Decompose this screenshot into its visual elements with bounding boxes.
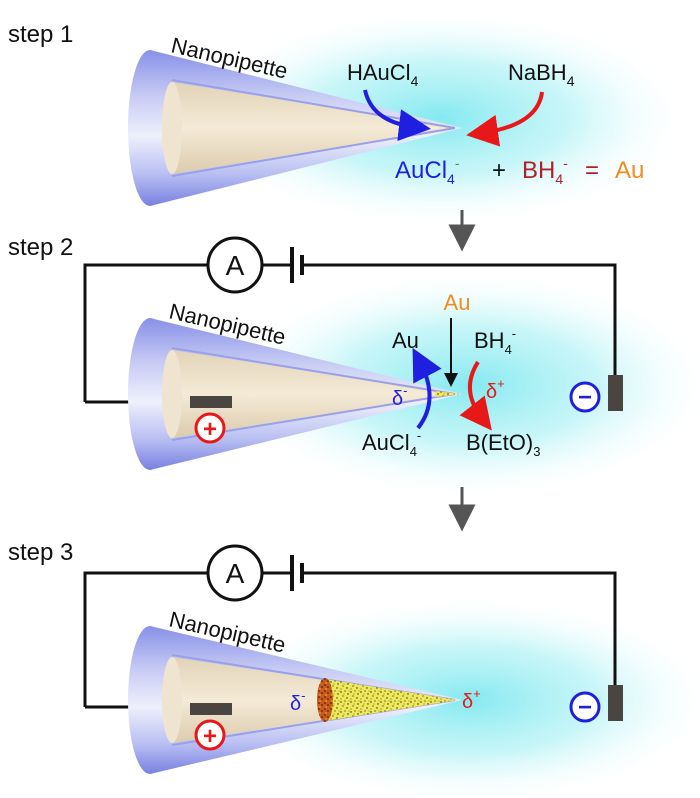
step2-delta-minus: δ- [392,383,407,410]
step3-inner-electrode [190,703,232,715]
step3-delta-minus: δ- [290,688,305,715]
step3-delta-plus: δ+ [462,686,481,713]
step2-delta-plus: δ+ [486,376,505,403]
step3-panel: step 3 A Nanopipette + − δ- δ+ [8,539,700,798]
step3-outer-electrode [608,685,623,721]
step2-pipette [128,318,462,470]
step1-glow [200,13,680,223]
eq-aucl4: AuCl4- [395,155,460,187]
step2-anode-plus: + [203,416,217,443]
eq-au: Au [615,157,644,184]
step1-title: step 1 [8,21,73,48]
step2-anode-symbol [194,412,226,444]
step3-pipette [128,626,462,774]
eq-bh4: BH4- [522,155,568,187]
step3-cathode-symbol [569,691,601,723]
step1-haucl4: HAuCl4 [347,60,419,89]
step1-equation: AuCl4- + BH4- = Au [395,155,644,187]
eq-plus: + [492,157,506,184]
step2-au-left: Au [392,328,419,353]
step3-ammeter [206,544,264,602]
step2-au-top: Au [444,290,471,315]
step3-glow [235,600,700,798]
step2-ammeter-label: A [226,250,245,281]
step2-aucl4: AuCl4- [362,428,421,459]
step2-cathode-symbol [569,381,601,413]
step2-glow [235,275,700,495]
step2-ammeter [206,236,264,294]
step1-blue-arrow [363,89,431,142]
step2-title: step 2 [8,234,73,261]
step2-bh4: BH4- [474,326,516,357]
step2-outer-electrode [608,375,623,411]
step2-inner-electrode [190,396,232,408]
step2-beto3: B(EtO)3 [466,430,540,459]
step1-nabh4: NaBH4 [508,60,575,89]
step2-blue-arrow [412,347,442,430]
step1-pipette [128,50,462,206]
step3-anode-plus: + [203,723,217,750]
step3-title: step 3 [8,539,73,566]
eq-equals: = [585,157,599,184]
step2-cathode-minus: − [578,384,592,411]
step2-panel: step 2 A Nanopipette + − Au Au [8,234,700,532]
step1-panel: step 1 Nanopipette HAuCl4 NaBH4 AuCl4- +… [8,13,680,252]
step3-gold-deposit [325,679,458,721]
step3-anode-symbol [194,719,226,751]
step2-red-arrow [459,360,492,431]
step3-ammeter-label: A [226,558,245,589]
step3-cathode-minus: − [578,694,592,721]
step1-red-arrow [466,91,544,147]
step3-deposit-front [317,678,333,722]
